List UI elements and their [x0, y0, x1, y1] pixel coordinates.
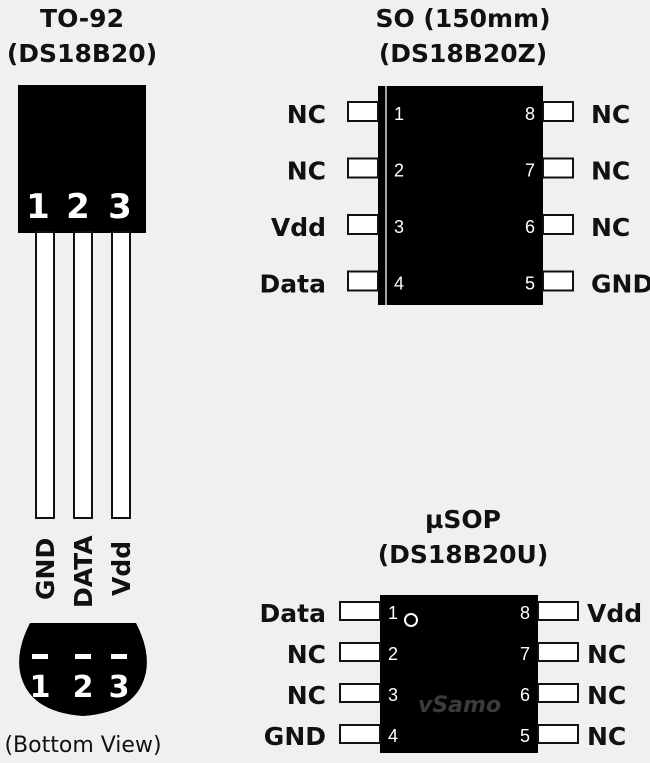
to92-package: TO-92 (DS18B20) 1 2 3 GND DATA Vdd 1 2 3… [4, 4, 161, 758]
pin-label: NC [591, 100, 630, 129]
to92-pin-label: Vdd [107, 541, 136, 596]
so-title: SO (150mm) [375, 4, 550, 33]
pin-number: 2 [388, 644, 398, 664]
pin-number: 3 [394, 217, 404, 237]
pin-pad [339, 601, 381, 621]
pin-label: GND [591, 270, 650, 299]
pin-pad [339, 724, 381, 744]
pin-label: NC [591, 157, 630, 186]
pin-label: GND [264, 722, 326, 751]
pin-number: 5 [520, 726, 530, 746]
pin-label: Vdd [587, 599, 642, 628]
usop-subtitle: (DS18B20U) [378, 540, 549, 569]
pin-number: 8 [525, 104, 535, 124]
to92-title: TO-92 [40, 4, 124, 33]
pin-number: 1 [388, 603, 398, 623]
bottom-pin-number: 1 [30, 670, 51, 705]
pin-pad [542, 270, 574, 292]
pin-pad [347, 214, 379, 235]
pin-label: NC [287, 681, 326, 710]
pin-bar [32, 654, 48, 659]
pin-number: 1 [394, 104, 404, 124]
pin-label: NC [591, 213, 630, 242]
pin-pad [542, 101, 574, 122]
pin-pad [542, 214, 574, 235]
pin-label: NC [587, 681, 626, 710]
pin-number: 7 [525, 161, 535, 181]
pin-number: 2 [394, 161, 404, 181]
pin-pad [537, 642, 579, 662]
pin-pad [537, 601, 579, 621]
pin-number: 4 [394, 274, 404, 294]
pin-pad [537, 724, 579, 744]
bottom-view-caption: (Bottom View) [4, 733, 161, 758]
pin-pad [347, 101, 379, 122]
to92-pin-label: DATA [69, 535, 98, 608]
to92-leg-3 [111, 231, 131, 519]
pin-label: Data [260, 270, 326, 299]
pin-pad [339, 642, 381, 662]
pin-pad [542, 157, 574, 179]
to92-bottom-view [19, 623, 147, 716]
pin-number: 4 [388, 726, 398, 746]
usop-title: µSOP [425, 505, 501, 534]
bottom-pin-number: 2 [73, 670, 94, 705]
pin-label: NC [587, 722, 626, 751]
to92-pin-number: 1 [26, 187, 50, 227]
to92-pin-number: 3 [108, 187, 132, 227]
pin-label: NC [287, 157, 326, 186]
pin-label: Vdd [271, 213, 326, 242]
pin-pad [347, 157, 379, 179]
pin1-dot-icon [404, 613, 418, 627]
to92-pin-label: GND [31, 538, 60, 600]
to92-body [18, 85, 146, 233]
pin-number: 8 [520, 603, 530, 623]
bottom-pin-number: 3 [109, 670, 130, 705]
to92-pin-number: 2 [66, 187, 90, 227]
watermark: vSamo [418, 693, 501, 718]
pin-label: NC [287, 640, 326, 669]
pin-number: 5 [525, 274, 535, 294]
pin-number: 7 [520, 644, 530, 664]
so-body [378, 86, 543, 305]
pin-number: 6 [520, 685, 530, 705]
so-subtitle: (DS18B20Z) [379, 39, 547, 68]
pin-number: 6 [525, 217, 535, 237]
pin-pad [537, 683, 579, 703]
pin-pad [339, 683, 381, 703]
pin-pad [347, 270, 379, 292]
to92-leg-1 [35, 231, 55, 519]
to92-subtitle: (DS18B20) [7, 39, 157, 68]
pin-bar [75, 654, 91, 659]
pin-number: 3 [388, 685, 398, 705]
usop-body [380, 595, 538, 753]
to92-leg-2 [73, 231, 93, 519]
pin-label: NC [587, 640, 626, 669]
pin-bar [111, 654, 127, 659]
pin-label: Data [260, 599, 326, 628]
pin-label: NC [287, 100, 326, 129]
